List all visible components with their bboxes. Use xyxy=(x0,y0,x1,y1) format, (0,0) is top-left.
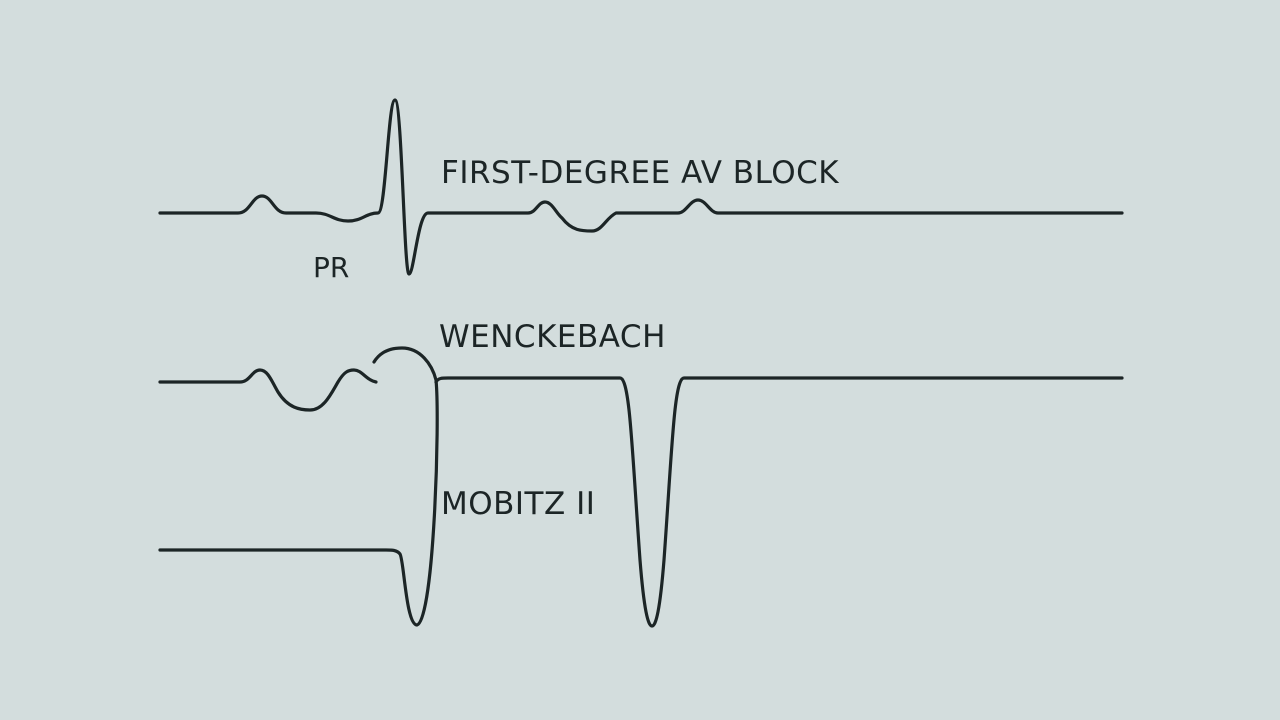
wenckebach-conducted-beat-trace xyxy=(158,346,439,627)
first-degree-av-block-trace xyxy=(158,98,1124,276)
mobitz-ii-label: MOBITZ II xyxy=(441,486,595,522)
wenckebach-trace xyxy=(158,368,378,412)
wenckebach-label: WENCKEBACH xyxy=(439,319,666,355)
wenckebach-baseline-trace xyxy=(434,376,1124,628)
first-degree-av-block-label: FIRST-DEGREE AV BLOCK xyxy=(441,155,839,191)
pr-interval-label: PR xyxy=(313,251,349,284)
